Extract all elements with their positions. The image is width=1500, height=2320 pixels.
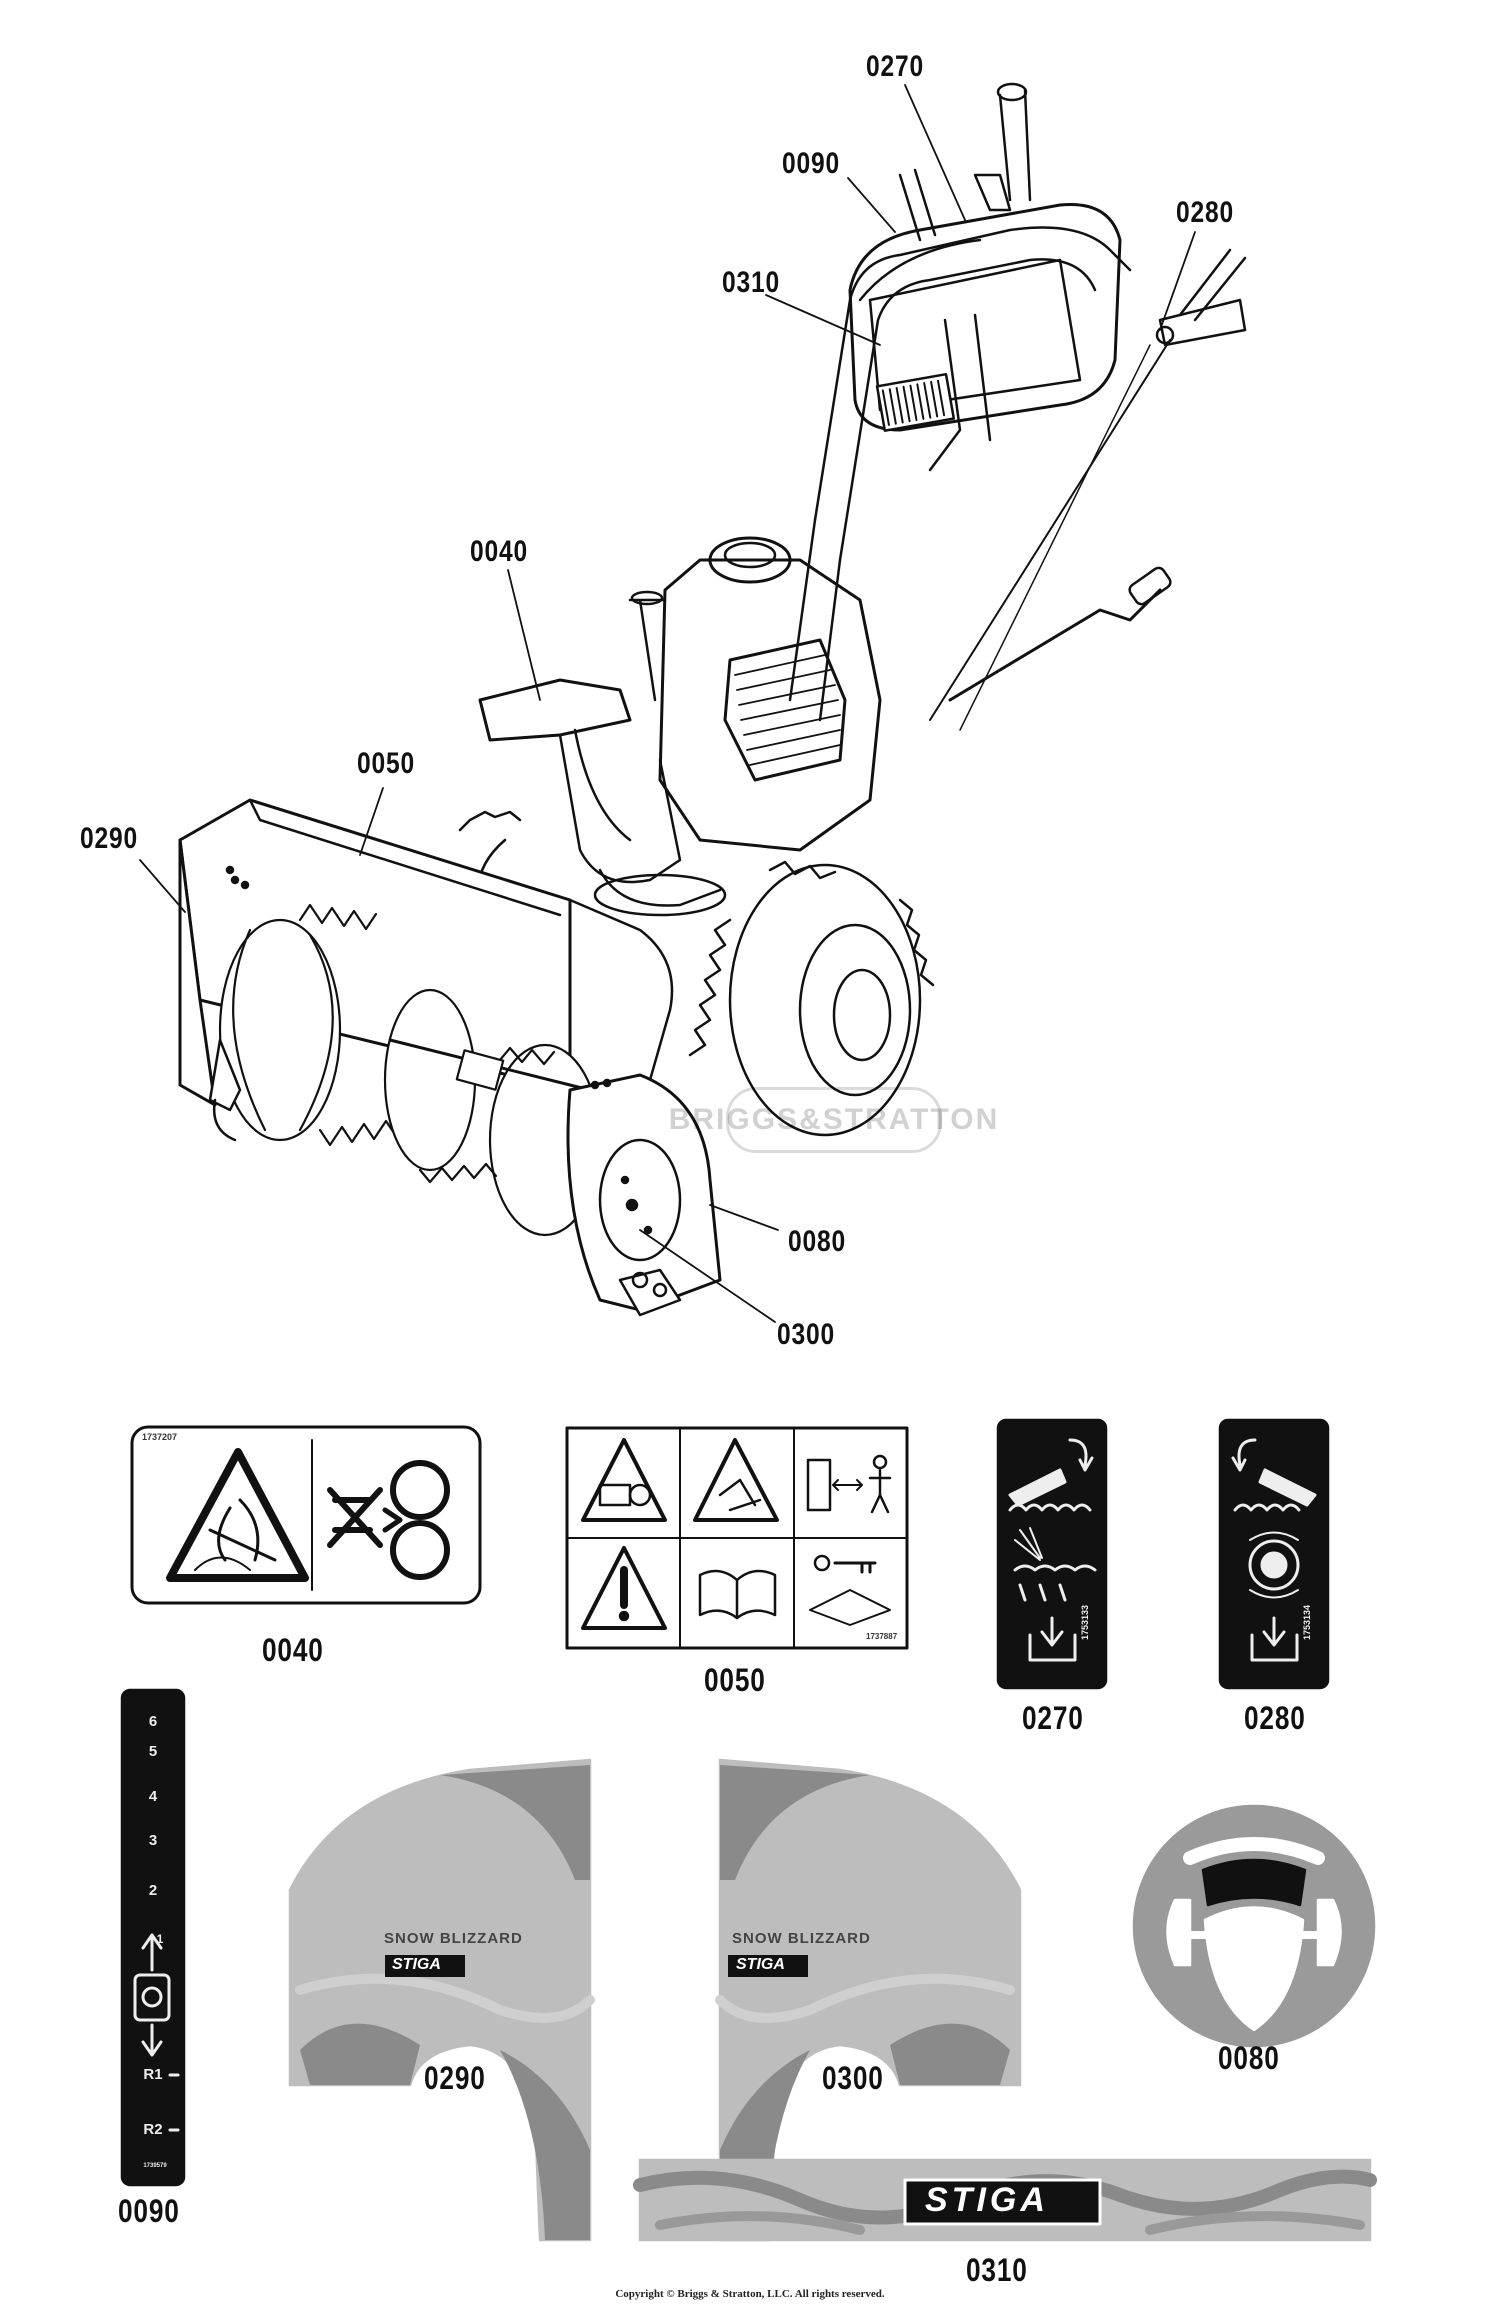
caption-0270: 0270 bbox=[1022, 1700, 1084, 1736]
gear-label-1: 1 bbox=[156, 1932, 164, 1946]
decal-0290-snow-blizzard: SNOW BLIZZARD bbox=[384, 1930, 523, 1947]
decal-0050 bbox=[565, 1426, 909, 1650]
decal-0090 bbox=[120, 1688, 186, 2187]
caption-0280: 0280 bbox=[1244, 1700, 1306, 1736]
caption-0300: 0300 bbox=[822, 2060, 884, 2096]
decal-0300 bbox=[715, 1758, 1022, 2242]
caption-0090: 0090 bbox=[118, 2193, 180, 2229]
decal-0040 bbox=[130, 1425, 482, 1605]
callout-0310: 0310 bbox=[722, 266, 781, 299]
snowblower-illustration bbox=[178, 82, 1247, 1317]
decal-0090-number: 1739579 bbox=[143, 2163, 167, 2169]
gear-label-r2: R2 bbox=[143, 2121, 163, 2138]
caption-0040: 0040 bbox=[262, 1632, 324, 1668]
decal-0290-brand: STIGA bbox=[392, 1956, 441, 1973]
caption-0310: 0310 bbox=[966, 2252, 1028, 2288]
gear-label-5: 5 bbox=[148, 1743, 158, 1760]
decal-0050-number: 1737887 bbox=[866, 1632, 898, 1641]
decal-0040-number: 1737207 bbox=[142, 1432, 178, 1442]
callout-0280: 0280 bbox=[1176, 196, 1235, 229]
gear-label-6: 6 bbox=[148, 1713, 158, 1730]
decal-0280-number: 1753134 bbox=[1302, 1604, 1312, 1640]
decal-0300-snow-blizzard: SNOW BLIZZARD bbox=[732, 1930, 871, 1947]
caption-0290: 0290 bbox=[424, 2060, 486, 2096]
decal-0270-number: 1753133 bbox=[1080, 1604, 1090, 1640]
decal-0270 bbox=[996, 1418, 1108, 1690]
decal-0290 bbox=[288, 1758, 595, 2242]
callout-0290: 0290 bbox=[80, 822, 139, 855]
decal-0310 bbox=[633, 2158, 1377, 2242]
gear-label-r1: R1 bbox=[143, 2066, 163, 2083]
callout-0300: 0300 bbox=[777, 1318, 836, 1351]
gear-label-3: 3 bbox=[148, 1832, 158, 1849]
callout-0050: 0050 bbox=[357, 747, 416, 780]
decal-0080 bbox=[1132, 1804, 1376, 2048]
caption-0050: 0050 bbox=[704, 1662, 766, 1698]
watermark: BRIGGS&STRATTON bbox=[669, 1087, 997, 1153]
decal-0280 bbox=[1218, 1418, 1330, 1690]
caption-0080: 0080 bbox=[1218, 2040, 1280, 2076]
decal-0310-brand: STIGA bbox=[925, 2181, 1049, 2219]
leader-lines bbox=[139, 84, 1196, 1323]
gear-label-2: 2 bbox=[148, 1882, 158, 1899]
gear-label-4: 4 bbox=[148, 1788, 158, 1805]
callout-0040: 0040 bbox=[470, 535, 529, 568]
copyright-notice: Copyright © Briggs & Stratton, LLC. All … bbox=[615, 2288, 885, 2300]
callout-0090: 0090 bbox=[782, 147, 841, 180]
decal-0300-brand: STIGA bbox=[736, 1956, 785, 1973]
callout-0080: 0080 bbox=[788, 1225, 847, 1258]
callout-0270: 0270 bbox=[866, 50, 925, 83]
